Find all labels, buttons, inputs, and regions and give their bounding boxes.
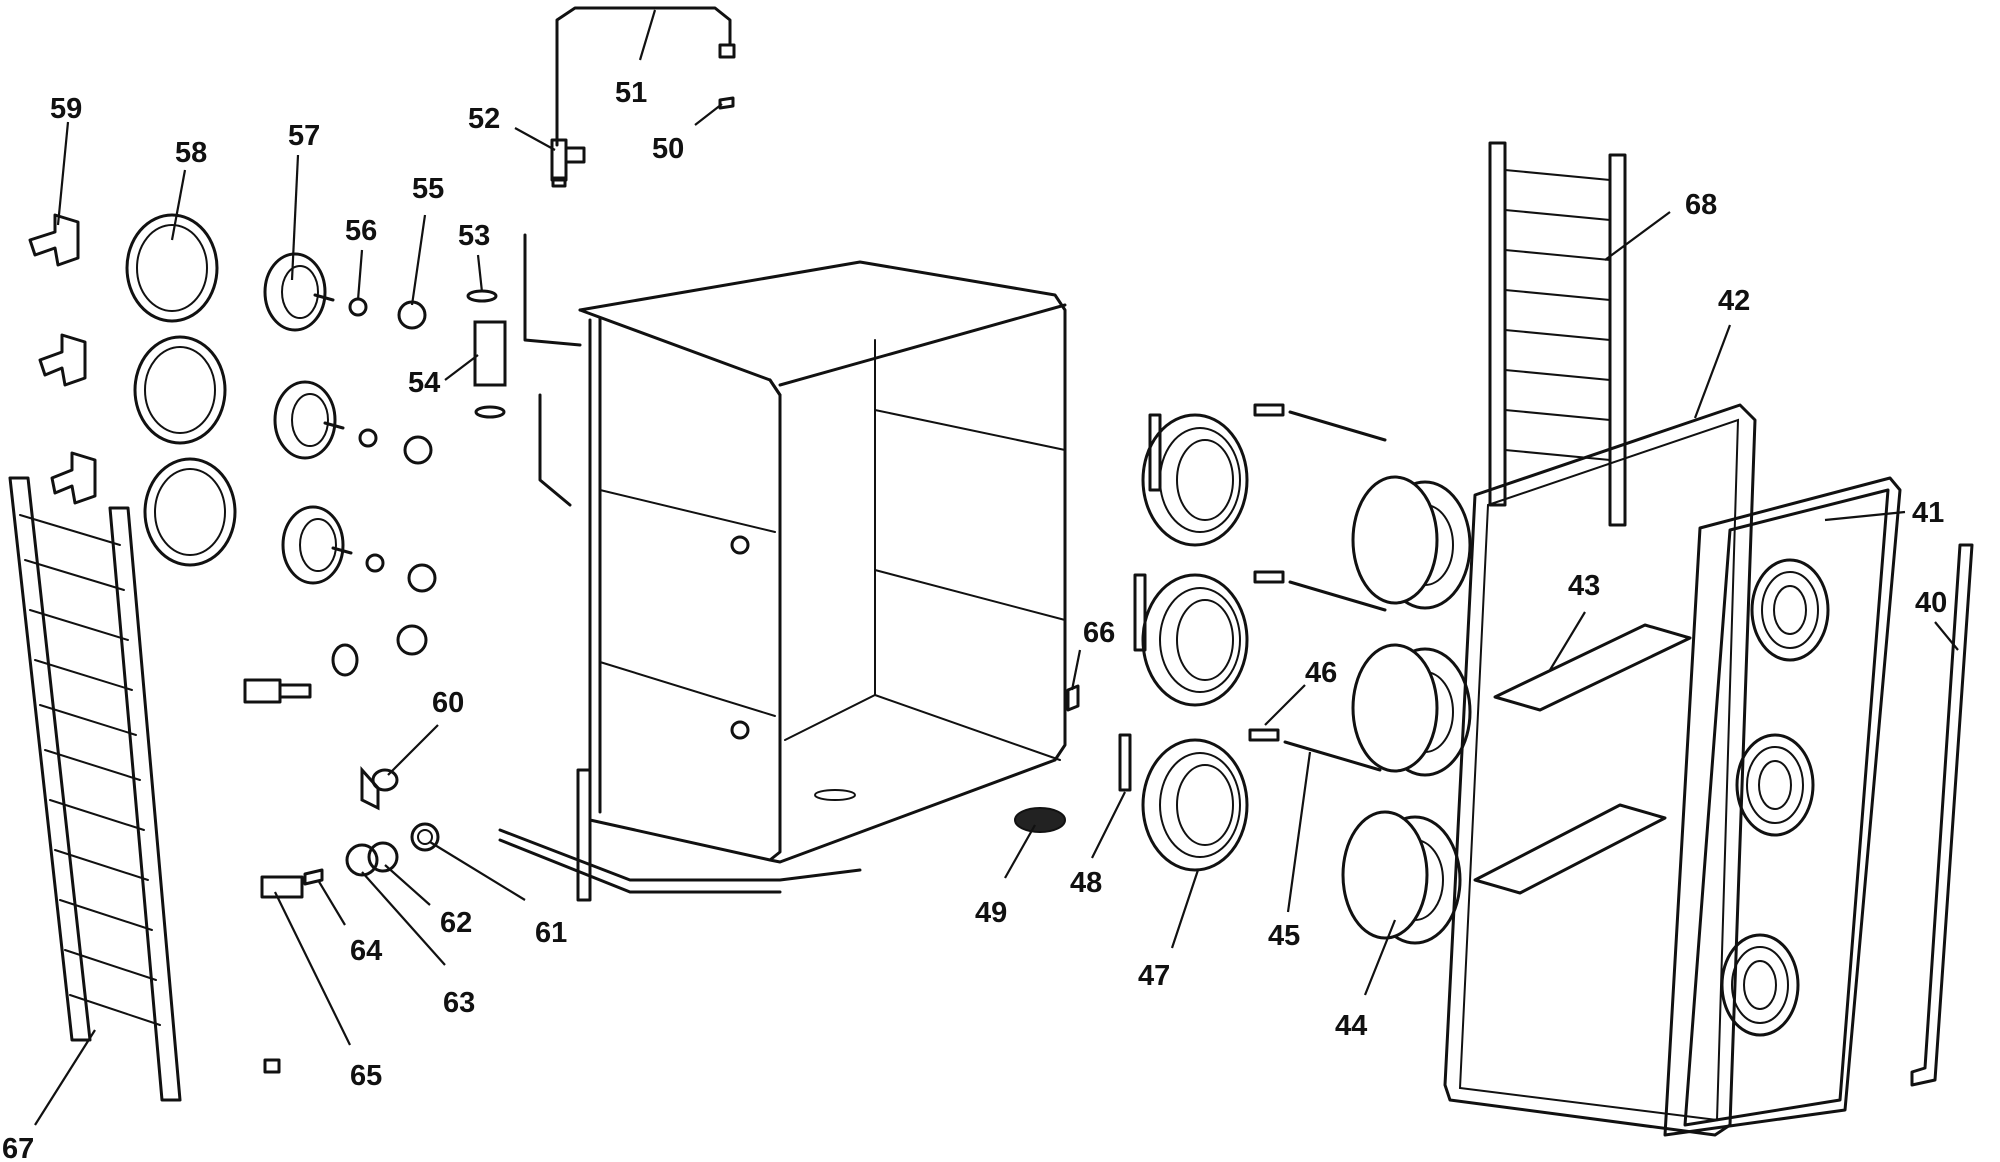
oven-cavity-box	[498, 233, 1067, 902]
label-55: 55	[412, 173, 444, 205]
label-42: 42	[1718, 285, 1750, 317]
label-63: 63	[443, 987, 475, 1019]
callout-labels: 59 58 57 56 55 53 54 52 51 50 68 42 41 4…	[2, 77, 1947, 1162]
label-57: 57	[288, 120, 320, 152]
part-61-seal	[410, 822, 440, 852]
part-57-motors	[263, 252, 353, 585]
part-52-valve	[550, 138, 586, 188]
label-53: 53	[458, 220, 490, 252]
label-66: 66	[1083, 617, 1115, 649]
part-extra-knob	[243, 624, 428, 704]
label-54: 54	[408, 367, 440, 399]
label-60: 60	[432, 687, 464, 719]
part-58-gasket-rings	[125, 213, 237, 567]
label-40: 40	[1915, 587, 1947, 619]
part-44-blower-wheels	[1341, 475, 1472, 945]
part-50-connector	[718, 96, 735, 110]
part-63-oring	[345, 843, 379, 877]
label-51: 51	[615, 77, 647, 109]
part-59-brackets	[28, 213, 97, 505]
label-41: 41	[1912, 497, 1944, 529]
part-45-rods	[1283, 410, 1387, 772]
label-59: 59	[50, 93, 82, 125]
part-48-brackets	[1118, 413, 1162, 792]
part-66-clip	[1066, 684, 1080, 712]
label-67: 67	[2, 1133, 34, 1162]
part-46-terminals	[1248, 403, 1285, 742]
part-40-strip	[1910, 543, 1974, 1087]
part-65-probe	[260, 875, 304, 1074]
part-49-fan-wheel	[1014, 807, 1066, 833]
part-62-oring	[367, 841, 399, 873]
label-45: 45	[1268, 920, 1300, 952]
part-56-washers	[348, 297, 385, 573]
label-44: 44	[1335, 1010, 1367, 1042]
label-43: 43	[1568, 570, 1600, 602]
part-51-pipe	[555, 6, 736, 147]
label-56: 56	[345, 215, 377, 247]
part-41-fan-cover	[1663, 476, 1902, 1137]
label-64: 64	[350, 935, 382, 967]
label-58: 58	[175, 137, 207, 169]
part-68-rack	[1488, 141, 1627, 527]
part-55-hubs	[397, 300, 437, 593]
label-62: 62	[440, 907, 472, 939]
label-68: 68	[1685, 189, 1717, 221]
leader-lines	[34, 9, 1959, 1126]
part-64-nozzle	[303, 868, 324, 886]
label-61: 61	[535, 917, 567, 949]
label-65: 65	[350, 1060, 382, 1092]
label-47: 47	[1138, 960, 1170, 992]
part-43-shelves	[1473, 623, 1692, 895]
part-60-elbow	[360, 766, 399, 811]
part-42-frame	[1443, 403, 1757, 1137]
label-52: 52	[468, 103, 500, 135]
label-50: 50	[652, 133, 684, 165]
part-67-rack	[8, 476, 182, 1102]
label-49: 49	[975, 897, 1007, 929]
label-46: 46	[1305, 657, 1337, 689]
part-53-54-tube	[466, 289, 507, 419]
label-48: 48	[1070, 867, 1102, 899]
part-47-heating-elements	[1141, 413, 1249, 872]
